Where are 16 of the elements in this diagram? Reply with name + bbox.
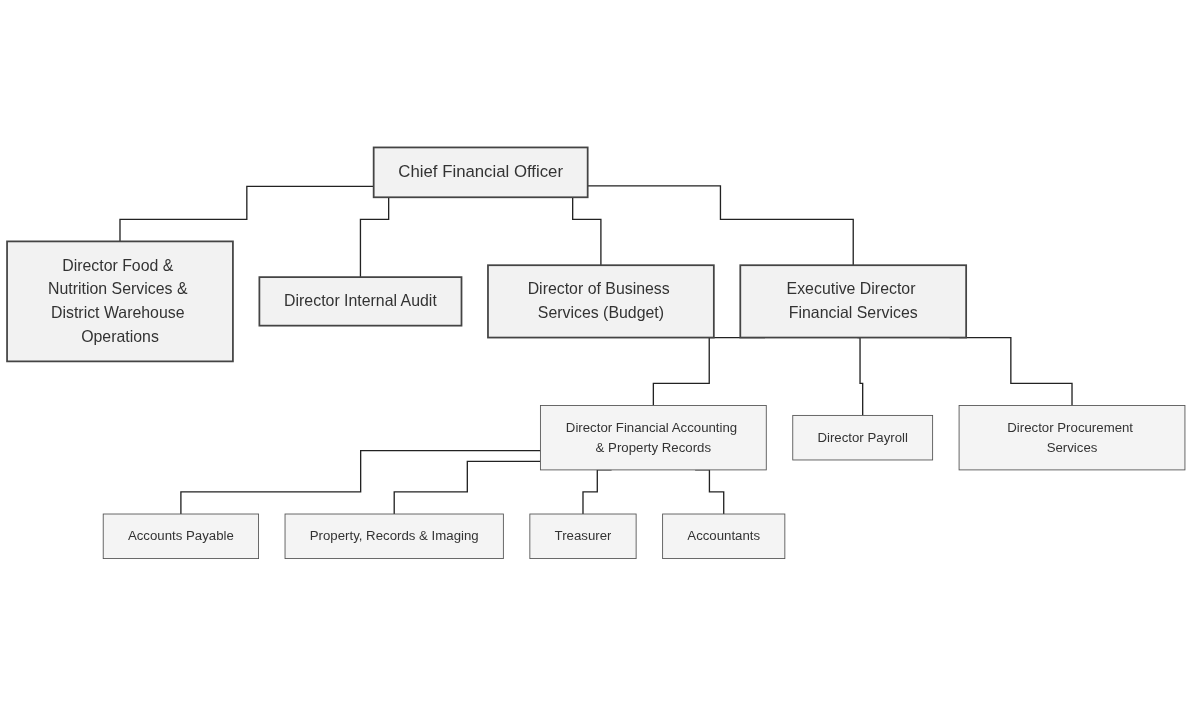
node-box: Property, Records & Imaging (284, 513, 504, 559)
node-box: Director Procurement Services (958, 405, 1186, 471)
connector (587, 185, 854, 266)
node-box: Executive Director Financial Services (739, 264, 968, 339)
node-box: Director Food & Nutrition Services & District Warehouse Operations (6, 240, 234, 363)
node-box: Accountants (662, 513, 786, 559)
node-box: Director of Business Services (Budget) (487, 264, 715, 339)
node-box: Director Internal Audit (258, 276, 463, 327)
node-box: Chief Financial Officer (372, 146, 589, 199)
node-box: Director Financial Accounting & Property Records (540, 405, 767, 471)
node-box: Accounts Payable (102, 513, 259, 559)
node-box: Director Payroll (792, 415, 934, 461)
connector (180, 450, 542, 515)
connector (393, 460, 542, 515)
connector (856, 336, 864, 417)
node-box: Treasurer (529, 513, 637, 559)
